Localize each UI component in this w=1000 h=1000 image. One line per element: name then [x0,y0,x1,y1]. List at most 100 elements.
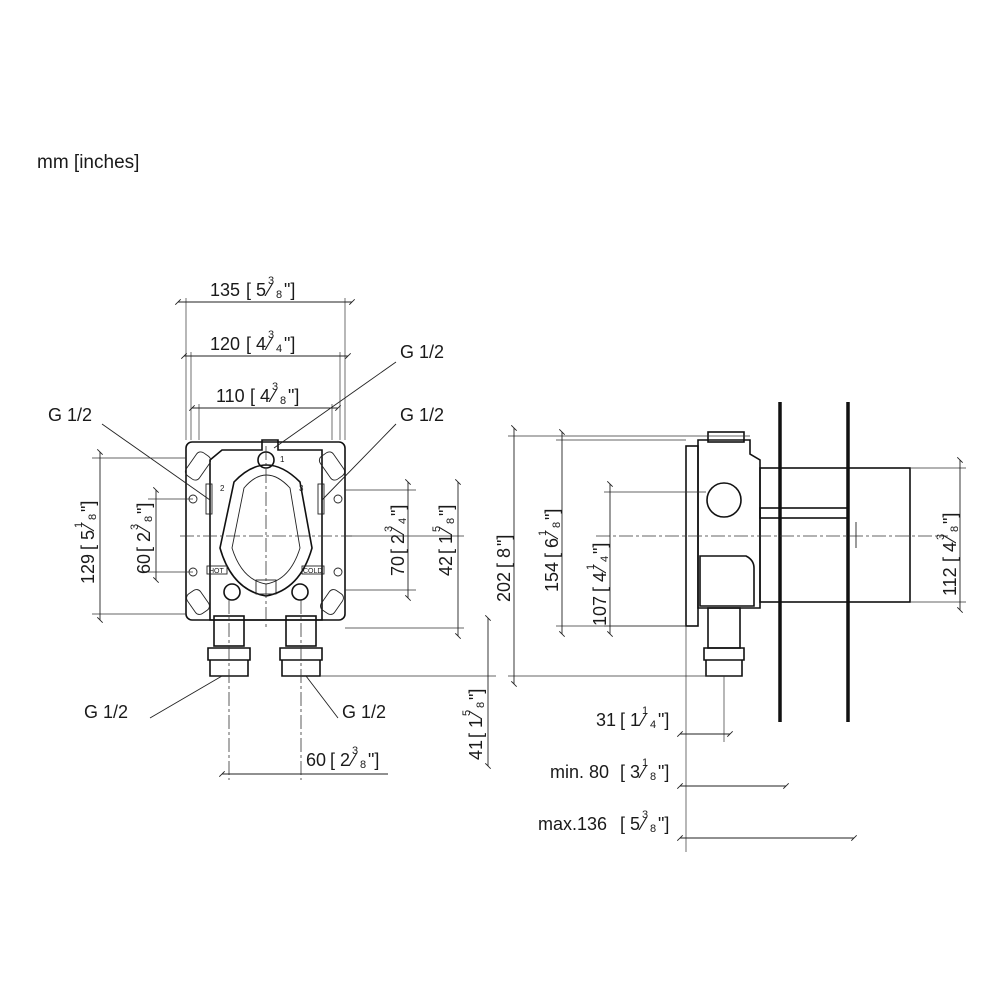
svg-text:[: [ [494,563,514,568]
svg-text:5: 5 [78,530,98,540]
svg-text:1: 1 [73,522,85,528]
valve-shield-inner [231,474,301,585]
svg-text:5: 5 [461,710,473,716]
svg-text:1: 1 [630,710,640,730]
dim-70: 70 [ 2 3 ⁄ 4 "] [345,478,416,602]
svg-text:"]: "] [288,386,299,406]
dim-129: 129 [ 5 1 ⁄ 8 "] [73,448,186,624]
svg-text:1: 1 [466,718,486,728]
svg-text:1: 1 [537,530,549,536]
boss-left [223,583,241,601]
leader-line [273,361,397,449]
dim-42: 42 [ 1 5 ⁄ 8 "] [345,478,464,640]
svg-text:"]: "] [542,509,562,520]
svg-text:110: 110 [216,386,245,406]
port-circle [706,482,742,518]
svg-text:8: 8 [87,514,99,520]
svg-text:8: 8 [650,771,656,783]
valve-shield [219,464,313,597]
svg-text:⁄: ⁄ [590,564,610,574]
spindle [759,507,849,519]
svg-text:3: 3 [352,745,358,757]
svg-text:8: 8 [445,518,457,524]
dim-202: 202 [ 8 "] [494,424,750,688]
svg-text:[: [ [246,280,251,300]
svg-text:5: 5 [630,814,640,834]
svg-text:[: [ [620,710,625,730]
svg-text:"]: "] [658,762,669,782]
svg-text:4: 4 [256,334,266,354]
svg-text:4: 4 [650,719,656,731]
svg-text:5: 5 [431,526,443,532]
svg-text:60: 60 [134,554,154,574]
dim-41: 41 [ 1 5 ⁄ 8 "] [320,614,496,770]
svg-text:⁄: ⁄ [388,526,408,536]
svg-text:3: 3 [268,275,274,287]
port-number-1: 1 [280,455,285,464]
svg-text:"]: "] [658,814,669,834]
svg-text:"]: "] [466,689,486,700]
side-connection-right [317,483,325,515]
svg-text:60: 60 [306,750,326,770]
svg-text:8: 8 [949,526,961,532]
leader-line [305,675,339,719]
dim-107: 107 [ 4 1 ⁄ 4 "] [585,480,706,638]
valve-body [209,439,323,621]
screw-icon [333,567,343,577]
svg-text:[: [ [250,386,255,406]
svg-text:"]: "] [590,543,610,554]
svg-text:"]: "] [284,280,295,300]
svg-text:⁄: ⁄ [78,522,98,532]
thread-label-right: G 1/2 [400,405,444,425]
svg-text:"]: "] [388,505,408,516]
svg-text:⁄: ⁄ [436,526,456,536]
svg-text:max.136: max.136 [538,814,607,834]
leader-line [101,423,211,501]
svg-text:[: [ [542,553,562,558]
svg-text:42: 42 [436,556,456,576]
svg-text:⁄: ⁄ [264,334,274,354]
cold-tag [301,565,325,575]
hot-label: HOT [209,568,225,575]
port-number-2: 2 [220,484,225,493]
thread-label-left: G 1/2 [48,405,92,425]
svg-text:4: 4 [276,343,282,355]
boss-right [291,583,309,601]
svg-text:min. 80: min. 80 [550,762,609,782]
dim-60-left: 60 [ 2 3 ⁄ 8 "] [129,486,193,584]
svg-text:1: 1 [642,705,648,717]
svg-text:2: 2 [134,532,154,542]
svg-text:⁄: ⁄ [638,814,648,834]
dim-110: 110 [ 4 3 ⁄ 8 "] [188,381,342,440]
svg-text:[: [ [436,549,456,554]
svg-text:3: 3 [935,534,947,540]
svg-text:8: 8 [360,759,366,771]
slot-top-left [184,451,212,481]
svg-text:⁄: ⁄ [542,530,562,540]
svg-text:4: 4 [590,572,610,582]
svg-text:8: 8 [650,823,656,835]
svg-text:⁄: ⁄ [268,386,278,406]
svg-text:1: 1 [436,534,456,544]
svg-text:8: 8 [143,516,155,522]
slot-bottom-left [186,589,210,615]
svg-text:41: 41 [466,740,486,760]
svg-text:[: [ [940,557,960,562]
svg-text:5: 5 [256,280,266,300]
svg-text:107: 107 [590,596,610,626]
svg-text:[: [ [134,547,154,552]
svg-text:4: 4 [260,386,270,406]
svg-text:"]: "] [940,513,960,524]
svg-text:"]: "] [134,503,154,514]
svg-text:⁄: ⁄ [134,524,154,534]
svg-text:⁄: ⁄ [638,762,648,782]
cold-label: COLD [303,568,322,575]
dim-max-136: max.136 [ 5 3 ⁄ 8 "] [538,809,858,842]
housing-body [697,439,761,609]
dim-120: 120 [ 4 3 ⁄ 4 "] [180,329,352,440]
dim-112: 112 [ 4 3 ⁄ 8 "] [910,456,966,614]
svg-text:[: [ [466,733,486,738]
thread-label-bottom-left: G 1/2 [84,702,128,722]
svg-text:"]: "] [494,535,514,546]
svg-text:[: [ [330,750,335,770]
